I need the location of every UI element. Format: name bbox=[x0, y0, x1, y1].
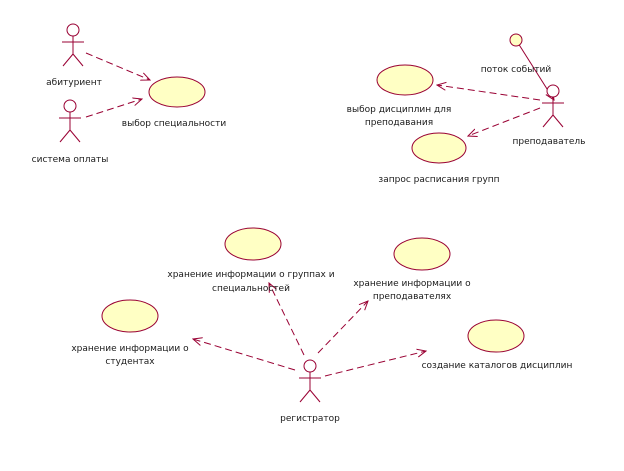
event-flow-label: поток событий bbox=[481, 65, 552, 75]
use-case-teacher-info[interactable] bbox=[393, 237, 451, 271]
use-case-student-info-label-2: студентах bbox=[105, 357, 155, 367]
assoc-teacher-schedule-request bbox=[468, 107, 541, 136]
actor-applicant-label: абитуриент bbox=[46, 78, 102, 88]
use-case-teacher-info-label-1: хранение информации о bbox=[353, 279, 471, 289]
event-flow-note[interactable] bbox=[509, 33, 523, 47]
actor-registrar-label: регистратор bbox=[280, 414, 340, 424]
actor-payment-system-label: система оплаты bbox=[32, 155, 109, 165]
use-case-group-schedule-request[interactable] bbox=[411, 132, 467, 164]
use-case-teacher-info-label-2: преподавателях bbox=[373, 292, 452, 302]
assoc-applicant-choose-specialty bbox=[85, 52, 150, 80]
use-case-group-info-label-1: хранение информации о группах и bbox=[167, 270, 334, 280]
actor-teacher[interactable] bbox=[542, 84, 564, 128]
actor-registrar[interactable] bbox=[299, 359, 321, 403]
actor-payment-system[interactable] bbox=[59, 99, 81, 143]
assoc-registrar-create-catalogs bbox=[324, 351, 426, 377]
use-case-student-info-label-1: хранение информации о bbox=[71, 344, 189, 354]
assoc-registrar-student-info bbox=[193, 339, 296, 371]
use-case-create-catalogs[interactable] bbox=[467, 319, 525, 353]
use-case-choose-disciplines[interactable] bbox=[376, 64, 434, 96]
actor-applicant[interactable] bbox=[62, 23, 84, 67]
actor-teacher-label: преподаватель bbox=[513, 137, 586, 147]
use-case-group-info-label-2: специальностей bbox=[212, 284, 290, 294]
use-case-student-info[interactable] bbox=[101, 299, 159, 333]
use-case-group-schedule-request-label: запрос расписания групп bbox=[378, 175, 499, 185]
assoc-registrar-teacher-info bbox=[317, 301, 368, 354]
use-case-create-catalogs-label: создание каталогов дисциплин bbox=[422, 361, 573, 371]
assoc-teacher-choose-disciplines bbox=[437, 85, 541, 101]
use-case-choose-specialty[interactable] bbox=[148, 76, 206, 108]
use-case-choose-disciplines-label-2: преподавания bbox=[365, 118, 433, 128]
assoc-payment-choose-specialty bbox=[85, 99, 142, 118]
assoc-registrar-group-info bbox=[269, 283, 305, 356]
use-case-choose-specialty-label: выбор специальности bbox=[122, 119, 227, 129]
use-case-group-info[interactable] bbox=[224, 227, 282, 261]
use-case-choose-disciplines-label-1: выбор дисциплин для bbox=[347, 105, 452, 115]
